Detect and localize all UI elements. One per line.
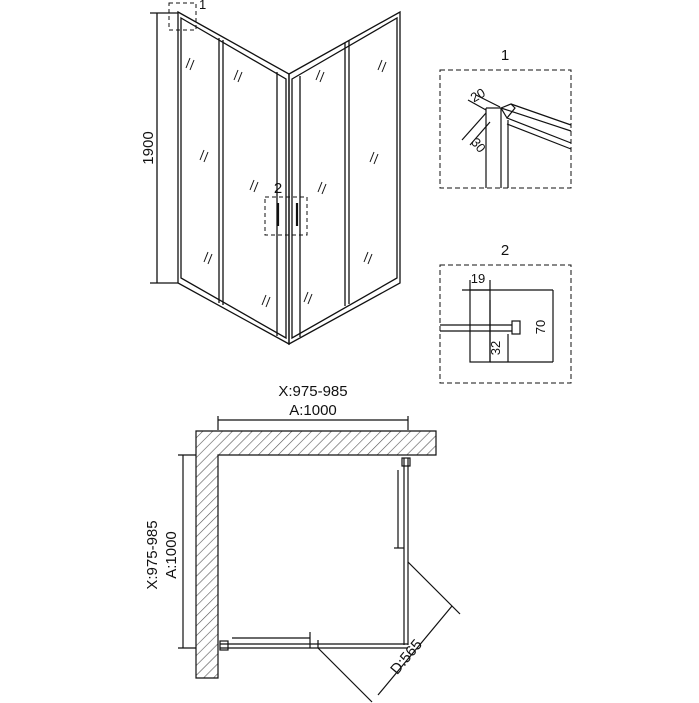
callout-1-marker: 1	[199, 0, 206, 12]
detail-1-dim-top: 20	[468, 85, 488, 105]
diagonal-dimension	[317, 561, 461, 703]
detail-2-dim-offset: 32	[488, 341, 503, 355]
glass-reflection-marks	[185, 57, 387, 308]
plan-side-x-label: X:975-985	[144, 520, 161, 589]
detail-2	[439, 264, 572, 384]
plan-bottom-rail	[219, 632, 408, 651]
detail-2-dim-width: 19	[471, 271, 485, 286]
side-dimension	[178, 454, 196, 649]
left-panel	[177, 10, 290, 346]
right-panel	[288, 10, 401, 346]
plan-right-rail	[394, 457, 411, 645]
top-dimension	[217, 416, 409, 430]
callout-2-marker: 2	[274, 180, 282, 197]
wall-hatch	[195, 430, 437, 679]
elevation-view	[150, 2, 401, 346]
height-dimension	[150, 12, 178, 284]
plan-side-a-label: A:1000	[163, 531, 180, 579]
callout-1-box	[168, 2, 197, 31]
detail-2-title: 2	[501, 242, 509, 259]
callout-2-box	[264, 196, 308, 236]
detail-2-frame	[439, 264, 572, 384]
door-handles	[276, 203, 299, 226]
plan-top-x-label: X:975-985	[278, 383, 347, 400]
detail-1	[439, 69, 572, 189]
detail-1-frame	[439, 69, 572, 189]
plan-diag-label: D:565	[387, 636, 426, 678]
detail-2-dim-height: 70	[533, 320, 548, 334]
plan-view	[178, 416, 461, 703]
plan-top-a-label: A:1000	[289, 402, 337, 419]
detail-1-title: 1	[501, 47, 509, 64]
height-label: 1900	[140, 131, 157, 164]
